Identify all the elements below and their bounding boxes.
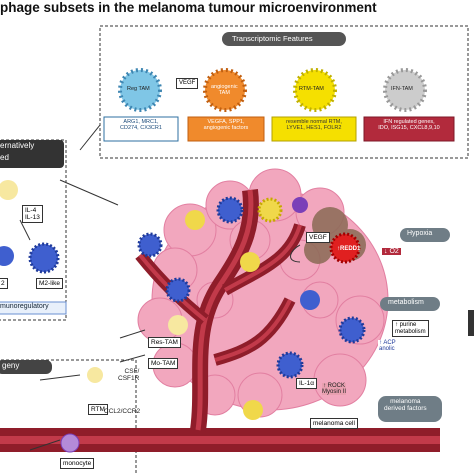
blue-macrophage-icon [0, 246, 14, 266]
redd1-label: ↑REDD1 [337, 246, 361, 252]
page-title: phage subsets in the melanoma tumour mic… [0, 0, 377, 15]
rock-myosin-label: ↑ ROCK Myosin II [322, 383, 347, 395]
melanoma-factors-tag [378, 396, 442, 422]
alternatively-activated-panel [0, 139, 67, 321]
rtm-tam-marker-box [271, 116, 357, 142]
res-tam-label: Res-TAM [148, 337, 181, 349]
m2-small-label: 2 [0, 278, 8, 290]
m2-macrophage-icon [28, 242, 60, 274]
m2-like-label: M2-like [36, 278, 63, 290]
rtm-tam-markers: resemble normal RTM, LYVE1, HES1, FOLR2 [286, 119, 342, 132]
angiogenic-tam-cell [203, 68, 247, 112]
left-header-line1: ernatively [0, 141, 35, 150]
rtm-tam-cell [293, 68, 337, 112]
tumour-macrophages [60, 196, 366, 453]
yellow-macrophage-icon [0, 180, 18, 200]
angiogenic-marker-box [187, 116, 265, 142]
right-edge-marker [468, 310, 474, 336]
hypoxia-label: Hypoxia [407, 230, 433, 237]
reg-tam-cell [118, 68, 162, 112]
ifn-tam-markers: IFN regulated genes, IDO, ISG15, CXCL8,9… [378, 119, 440, 132]
hypoxia-tag [400, 228, 450, 242]
vegf-hypoxia-label: VEGF [306, 232, 330, 244]
angiogenic-tam-name: angiogenic TAM [211, 84, 238, 97]
il4-il13-label: IL-4 IL-13 [22, 205, 43, 224]
reg-tam-marker-box [103, 116, 179, 142]
ontogeny-header: geny [2, 361, 20, 370]
reg-tam-name: Reg TAM [127, 86, 150, 92]
reg-tam-markers: ARG1, MRC1, CD274, CX3CR1 [120, 119, 162, 132]
vegf-tag: VEGF [176, 78, 199, 89]
immunoregulatory-label: munoregulatory [0, 303, 49, 310]
csf-label: CSF/ CSF1R [118, 368, 140, 382]
mo-tam-label: Mo-TAM [148, 358, 179, 370]
ifn-tam-cell [383, 68, 427, 112]
ifn-tam-name: IFN-TAM [391, 86, 413, 92]
ifn-tam-marker-box [363, 116, 455, 142]
transcriptomic-header-box [222, 32, 346, 46]
ontogeny-panel [0, 359, 137, 474]
metabolism-tag [380, 297, 440, 311]
immunoregulatory-bar [0, 301, 67, 315]
monocyte-label: monocyte [60, 458, 95, 470]
rtm-label: RTM [88, 404, 108, 416]
angiogenic-markers: VEGFA, SPP1, angiogenic factors [203, 119, 249, 132]
melanoma-factors-label: melanoma derived factors [384, 398, 427, 412]
arrows [19, 124, 301, 451]
acp-label: ↑ ACP anolic [378, 340, 397, 352]
ontogeny-header-box [0, 360, 52, 374]
o2-label: ↓ O2 [382, 248, 401, 255]
metabolism-label: metabolism [388, 299, 424, 306]
il1a-label: IL-1α [296, 378, 317, 390]
transcriptomic-header: Transcriptomic Features [232, 34, 313, 43]
rtm-tam-name: RTM-TAM [299, 86, 324, 92]
alternatively-header-box [0, 140, 64, 168]
left-header-line2: ed [0, 153, 9, 162]
purine-metabolism-label: ↑ purine metabolism [392, 320, 429, 338]
ccl2-ccr2-label: CCL2/CCR2 [104, 408, 141, 415]
melanoma-cell-label: melanoma cell [310, 418, 358, 430]
